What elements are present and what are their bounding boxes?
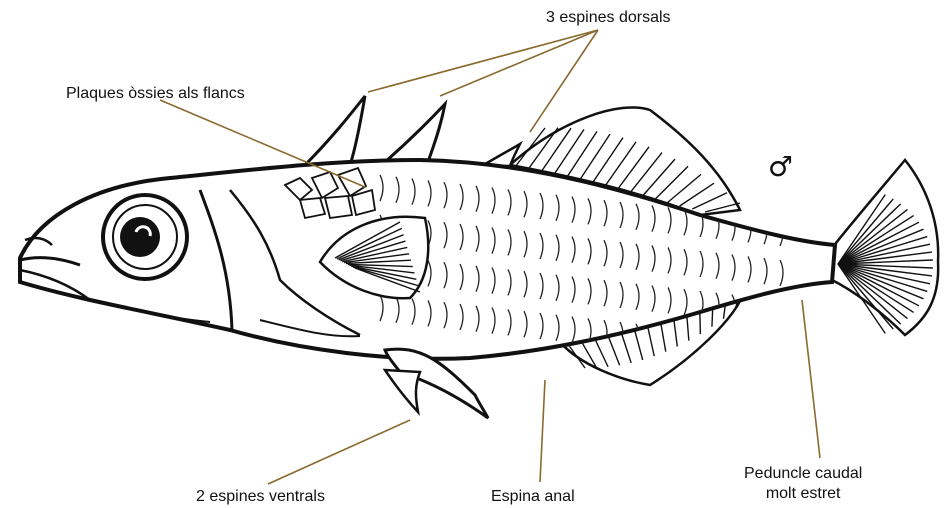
dorsal-spines [305, 96, 520, 166]
scale-mark [780, 300, 783, 326]
caudal-fin [832, 160, 938, 335]
label-caudal-peduncle-line1: Peduncle caudal [744, 464, 862, 484]
scale-mark [780, 340, 783, 366]
scale-mark [764, 298, 767, 324]
scale-mark [748, 336, 751, 362]
scale-mark [764, 338, 767, 364]
scale-mark [732, 335, 735, 361]
scale-mark [748, 296, 751, 322]
male-symbol-icon: ♂ [768, 152, 793, 182]
scale-mark [716, 333, 719, 359]
eye [103, 195, 187, 279]
label-dorsal-spines: 3 espines dorsals [546, 8, 671, 28]
label-anal-spine: Espina anal [491, 487, 575, 507]
label-caudal-peduncle: Peduncle caudal molt estret [744, 464, 862, 504]
label-caudal-peduncle-line2: molt estret [744, 484, 862, 504]
label-bony-plates: Plaques òssies als flancs [66, 84, 245, 104]
label-ventral-spines: 2 espines ventrals [196, 487, 325, 507]
